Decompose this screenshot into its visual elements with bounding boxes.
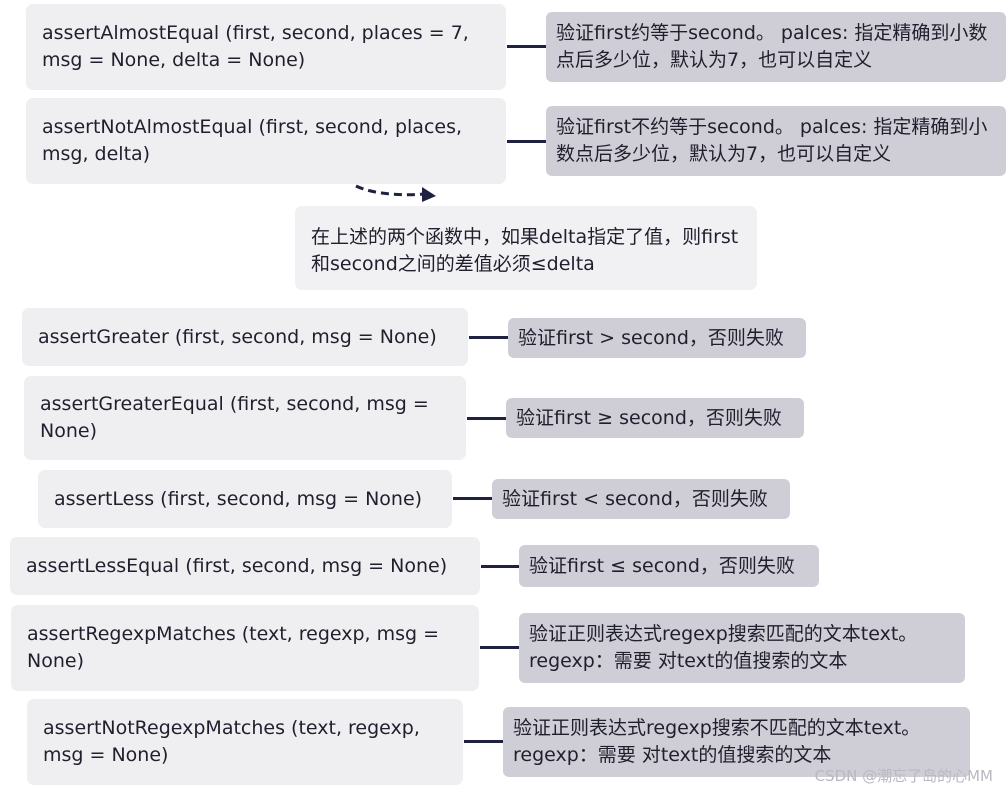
function-signature: assertLess (first, second, msg = None) [54, 487, 423, 510]
function-description: 验证first不约等于second。 palces: 指定精确到小数点后多少位，… [556, 116, 988, 165]
function-description: 验证first约等于second。 palces: 指定精确到小数点后多少位，默… [556, 22, 988, 71]
delta-note-box: 在上述的两个函数中，如果delta指定了值，则first和second之间的差值… [295, 206, 757, 290]
function-signature: assertLessEqual (first, second, msg = No… [26, 554, 448, 577]
description-box-assert-not-regexp-matches: 验证正则表达式regexp搜索不匹配的文本text。 regexp：需要 对te… [503, 707, 970, 777]
description-box-assert-not-almost-equal: 验证first不约等于second。 palces: 指定精确到小数点后多少位，… [546, 106, 1006, 176]
function-box-assert-not-almost-equal: assertNotAlmostEqual (first, second, pla… [26, 98, 506, 184]
function-box-assert-not-regexp-matches: assertNotRegexpMatches (text, regexp, ms… [27, 699, 463, 785]
description-box-assert-less-equal: 验证first ≤ second，否则失败 [519, 545, 819, 587]
function-box-assert-less-equal: assertLessEqual (first, second, msg = No… [10, 537, 480, 595]
function-signature: assertNotAlmostEqual (first, second, pla… [42, 116, 463, 165]
delta-note-text: 在上述的两个函数中，如果delta指定了值，则first和second之间的差值… [311, 226, 739, 275]
connector-line [480, 646, 520, 649]
function-signature: assertAlmostEqual (first, second, places… [42, 22, 469, 71]
function-box-assert-greater-equal: assertGreaterEqual (first, second, msg =… [24, 376, 466, 460]
function-signature: assertRegexpMatches (text, regexp, msg =… [27, 623, 440, 672]
connector-line [453, 497, 493, 500]
connector-line [481, 565, 521, 568]
connector-line [507, 140, 547, 143]
connector-line [469, 336, 509, 339]
function-description: 验证正则表达式regexp搜索匹配的文本text。 regexp：需要 对tex… [529, 623, 918, 672]
connector-line [507, 45, 547, 48]
function-box-assert-almost-equal: assertAlmostEqual (first, second, places… [26, 4, 506, 90]
description-box-assert-greater-equal: 验证first ≥ second，否则失败 [506, 398, 804, 438]
connector-line [467, 417, 507, 420]
dashed-arrow-icon [355, 184, 436, 202]
function-description: 验证正则表达式regexp搜索不匹配的文本text。 regexp：需要 对te… [513, 717, 921, 766]
description-box-assert-greater: 验证first > second，否则失败 [508, 318, 806, 358]
function-box-assert-greater: assertGreater (first, second, msg = None… [22, 308, 468, 366]
function-signature: assertGreaterEqual (first, second, msg =… [40, 393, 429, 442]
function-signature: assertGreater (first, second, msg = None… [38, 325, 437, 348]
function-description: 验证first ≥ second，否则失败 [516, 406, 782, 429]
connector-line [464, 740, 504, 743]
function-box-assert-less: assertLess (first, second, msg = None) [38, 470, 452, 528]
description-box-assert-almost-equal: 验证first约等于second。 palces: 指定精确到小数点后多少位，默… [546, 12, 1006, 82]
function-description: 验证first > second，否则失败 [518, 326, 784, 349]
function-signature: assertNotRegexpMatches (text, regexp, ms… [43, 717, 420, 766]
function-box-assert-regexp-matches: assertRegexpMatches (text, regexp, msg =… [11, 605, 479, 691]
watermark: CSDN @潮忘了岛的心MM [814, 767, 993, 785]
description-box-assert-less: 验证first < second，否则失败 [492, 479, 790, 519]
function-description: 验证first < second，否则失败 [502, 487, 768, 510]
description-box-assert-regexp-matches: 验证正则表达式regexp搜索匹配的文本text。 regexp：需要 对tex… [519, 613, 965, 683]
function-description: 验证first ≤ second，否则失败 [529, 554, 795, 577]
